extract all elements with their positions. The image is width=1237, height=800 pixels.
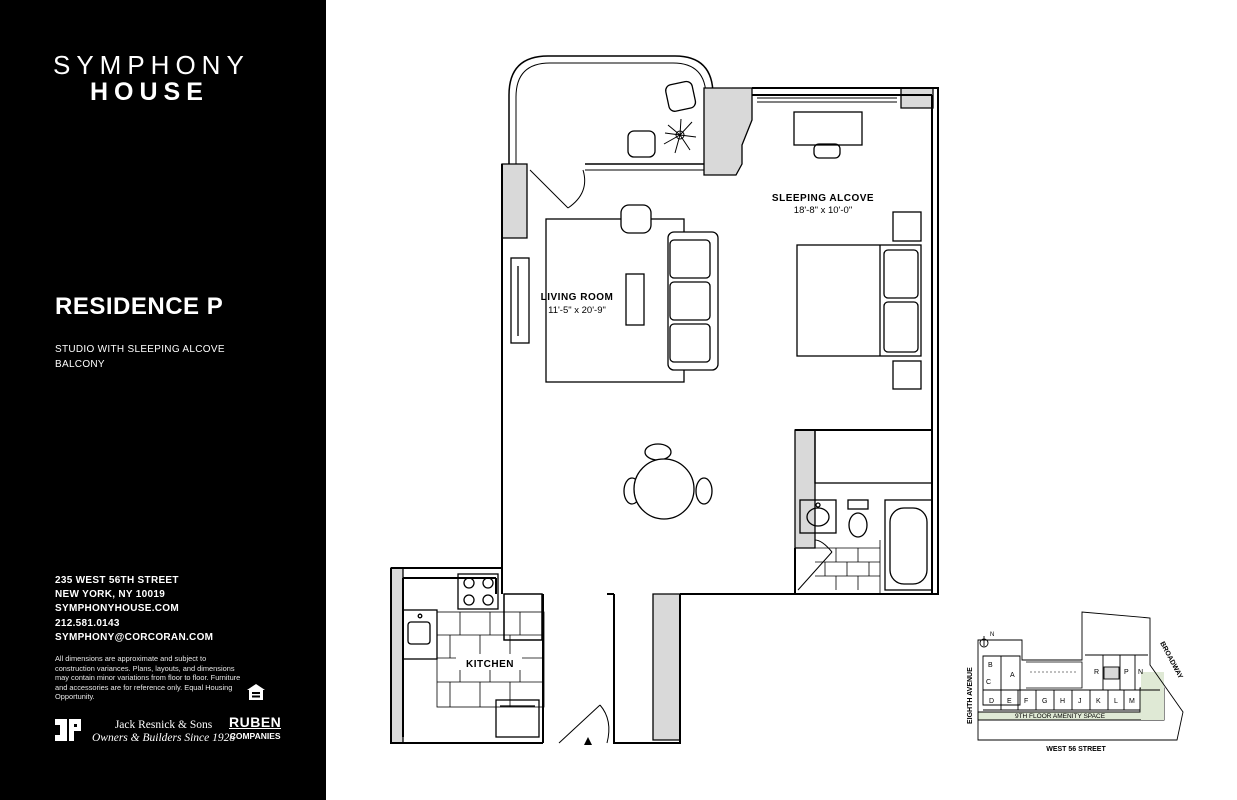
unit-d: D <box>989 698 994 705</box>
north-label: N <box>990 632 994 638</box>
unit-k: K <box>1096 698 1101 705</box>
ruben-companies-logo: RUBEN COMPANIES <box>229 714 282 742</box>
sleeping-alcove-dims: 18'-8" x 10'-0" <box>794 205 852 216</box>
entry-door <box>558 704 610 744</box>
burner-icon <box>463 577 475 589</box>
exterior-walls <box>390 87 939 744</box>
residence-subtitle-line: STUDIO WITH SLEEPING ALCOVE <box>55 344 225 355</box>
sleeping-alcove-label: SLEEPING ALCOVE <box>772 193 874 204</box>
unit-r: R <box>1094 669 1099 676</box>
jack-resnick-logo-icon <box>55 719 81 741</box>
balcony <box>508 55 714 171</box>
refrigerator <box>503 593 543 641</box>
developer-credit: Jack Resnick & Sons Owners & Builders Si… <box>92 719 235 745</box>
burner-icon <box>482 594 494 606</box>
bathtub <box>884 499 933 591</box>
disclaimer-text: All dimensions are approximate and subje… <box>55 654 241 702</box>
email-link[interactable]: SYMPHONY@CORCORAN.COM <box>55 631 214 643</box>
burner-icon <box>482 577 494 589</box>
residence-subtitle: STUDIO WITH SLEEPING ALCOVE BALCONY <box>55 342 225 372</box>
balcony-chair <box>665 80 697 112</box>
kitchen-sink-icon <box>407 621 431 645</box>
bed <box>796 244 922 357</box>
dining-chair <box>695 477 713 505</box>
bath-door <box>797 539 833 591</box>
ruben-line-1: RUBEN <box>229 714 282 730</box>
dining-set <box>623 443 713 520</box>
desk <box>793 111 863 146</box>
contact-block: 235 WEST 56TH STREET NEW YORK, NY 10019 … <box>55 574 213 645</box>
unit-e: E <box>1007 698 1012 705</box>
wall-fills <box>390 87 934 744</box>
toilet-icon <box>848 512 868 538</box>
ruben-line-2: COMPANIES <box>229 728 282 742</box>
dining-chair <box>644 443 672 461</box>
burner-icon <box>463 594 475 606</box>
closet <box>795 429 933 484</box>
kitchen-label: KITCHEN <box>466 659 514 670</box>
kitchen <box>402 573 545 738</box>
nightstand <box>892 360 922 390</box>
address-line-1: 235 WEST 56TH STREET <box>55 575 179 586</box>
window <box>757 97 897 103</box>
developer-name: Jack Resnick & Sons <box>114 719 213 731</box>
kitchen-tile-floor <box>436 611 545 708</box>
media-console <box>510 257 530 344</box>
pillow <box>883 301 919 353</box>
sidebar: SYMPHONY HOUSE RESIDENCE P STUDIO WITH S… <box>0 0 326 800</box>
living-room-furniture <box>510 204 719 383</box>
bath-tile-floor <box>815 540 881 594</box>
unit-j: J <box>1078 698 1082 705</box>
unit-g: G <box>1042 698 1047 705</box>
unit-b: B <box>988 662 993 669</box>
unit-h: H <box>1060 698 1065 705</box>
amenity-label: 9TH FLOOR AMENITY SPACE <box>1015 713 1106 720</box>
street-west-56: WEST 56 STREET <box>1046 746 1106 753</box>
equal-housing-icon <box>247 684 265 700</box>
desk-chair <box>813 143 841 159</box>
unit-m: M <box>1129 698 1135 705</box>
website-link[interactable]: SYMPHONYHOUSE.COM <box>55 603 180 615</box>
balcony-door <box>529 169 586 209</box>
street-eighth-ave: EIGHTH AVENUE <box>967 667 974 724</box>
pillow <box>883 249 919 299</box>
plant-icon <box>663 118 697 154</box>
unit-n: N <box>1138 669 1143 676</box>
sofa <box>667 231 719 371</box>
nightstand <box>892 211 922 242</box>
phone-number[interactable]: 212.581.0143 <box>55 617 120 629</box>
address-line-2: NEW YORK, NY 10019 <box>55 589 166 601</box>
coffee-table <box>625 273 645 326</box>
vanity <box>799 499 837 534</box>
unit-p-highlight: P <box>1124 669 1129 676</box>
unit-f: F <box>1024 698 1028 705</box>
residence-title: RESIDENCE P <box>55 293 224 320</box>
brand-line-1: SYMPHONY <box>53 50 250 80</box>
side-chair <box>620 204 652 234</box>
balcony-chair <box>627 130 656 158</box>
stove <box>457 573 499 610</box>
toilet-tank <box>847 499 869 510</box>
living-room-dims: 11'-5" x 20'-9" <box>548 305 606 316</box>
developer-tagline: Owners & Builders Since 1928 <box>92 732 236 744</box>
unit-a: A <box>1010 672 1015 679</box>
dishwasher <box>495 699 540 738</box>
unit-l: L <box>1114 698 1118 705</box>
living-room-label: LIVING ROOM <box>541 292 614 303</box>
sink-icon <box>806 507 830 527</box>
entry-arrow-icon <box>584 737 592 745</box>
bathroom <box>794 499 933 594</box>
key-plan <box>977 611 1184 741</box>
brand-line-2: HOUSE <box>90 78 209 106</box>
sleeping-alcove-furniture <box>793 111 922 390</box>
residence-subtitle-line: BALCONY <box>55 359 105 370</box>
dining-table <box>633 458 695 520</box>
floor-plan: SLEEPING ALCOVE 18'-8" x 10'-0" LIVING R… <box>390 55 1184 753</box>
unit-c: C <box>986 679 991 686</box>
